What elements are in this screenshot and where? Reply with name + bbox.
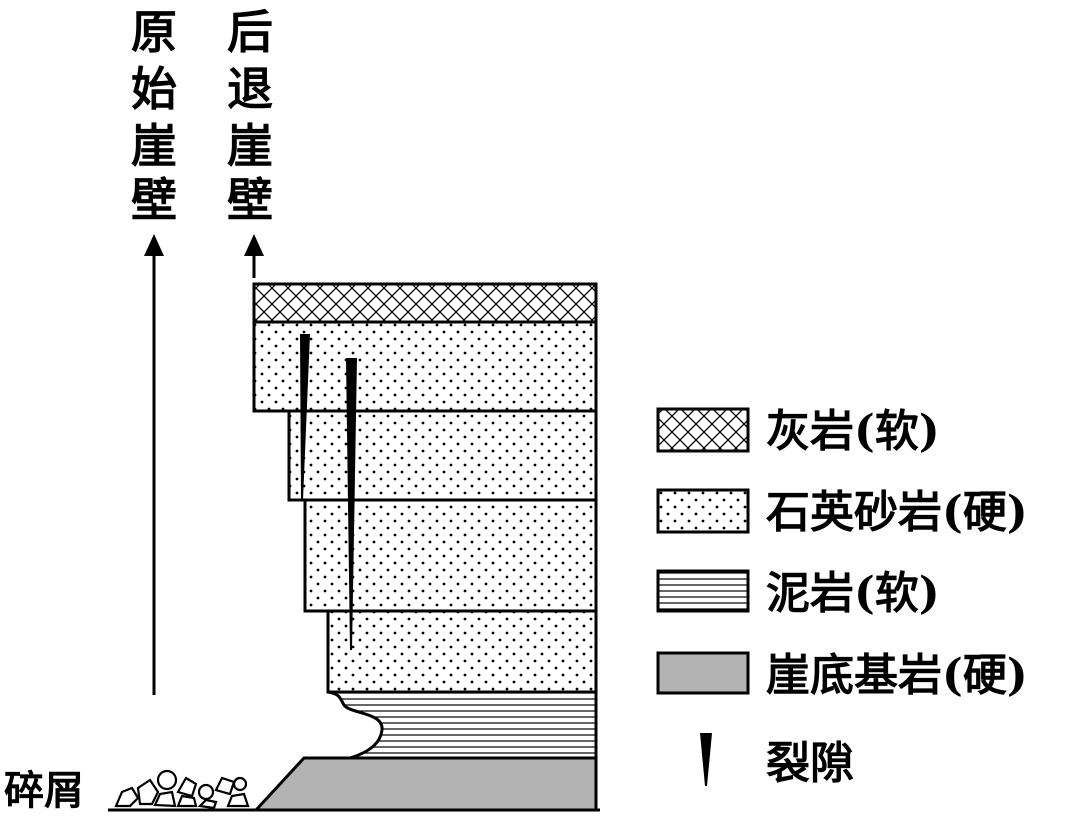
legend-label-fissure: 裂隙 bbox=[766, 738, 854, 789]
original-cliff-char-3: 崖 bbox=[131, 119, 177, 173]
debris-pile bbox=[114, 769, 250, 810]
retreated-cliff-char-4: 壁 bbox=[227, 173, 273, 227]
legend-label-limestone: 灰岩(软) bbox=[766, 406, 940, 457]
debris-label: 碎屑 bbox=[4, 767, 84, 814]
cliff-cross-section bbox=[108, 282, 600, 812]
retreated-cliff-arrow bbox=[244, 234, 264, 278]
legend-swatch-limestone bbox=[656, 407, 750, 453]
retreated-cliff-char-2: 退 bbox=[227, 62, 273, 116]
legend-label-mudstone: 泥岩(软) bbox=[766, 568, 940, 619]
original-cliff-label: 原 始 崖 壁 bbox=[131, 5, 177, 227]
fissure-1 bbox=[300, 334, 310, 500]
sandstone-layer-4 bbox=[326, 609, 598, 694]
bedrock-layer bbox=[252, 756, 598, 812]
limestone-layer bbox=[252, 282, 598, 324]
legend-label-bedrock: 崖底基岩(硬) bbox=[766, 650, 1028, 701]
retreated-cliff-char-3: 崖 bbox=[227, 119, 273, 173]
legend: 灰岩(软) 石英砂岩(硬) 泥岩(软) 崖底基岩(硬) 裂隙 bbox=[656, 406, 1028, 789]
legend-swatch-mudstone bbox=[656, 569, 750, 613]
retreated-cliff-label: 后 退 崖 壁 bbox=[227, 5, 273, 227]
retreated-cliff-char-1: 后 bbox=[227, 5, 273, 59]
original-cliff-arrow bbox=[144, 234, 164, 695]
original-cliff-char-2: 始 bbox=[131, 62, 177, 116]
legend-swatch-sandstone bbox=[656, 488, 750, 534]
legend-label-sandstone: 石英砂岩(硬) bbox=[766, 487, 1028, 538]
original-cliff-char-4: 壁 bbox=[131, 173, 177, 227]
legend-swatch-fissure bbox=[700, 733, 712, 786]
mudstone-layer bbox=[327, 690, 598, 760]
original-cliff-char-1: 原 bbox=[131, 5, 177, 59]
fissure-2 bbox=[346, 358, 357, 650]
sandstone-layer-2 bbox=[287, 409, 598, 502]
sandstone-layer-1 bbox=[252, 320, 598, 413]
legend-swatch-bedrock bbox=[656, 651, 750, 695]
